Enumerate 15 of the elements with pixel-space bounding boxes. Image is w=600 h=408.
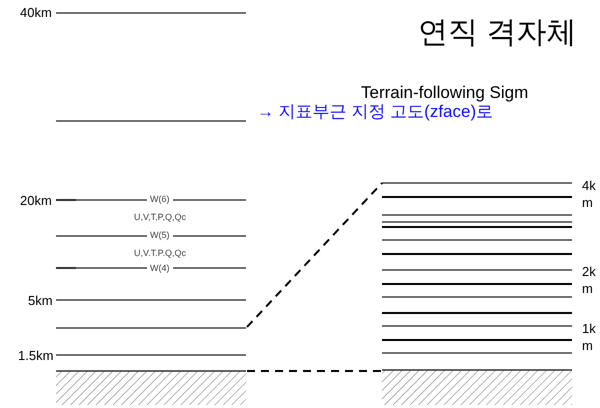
axis-label: 2km bbox=[582, 263, 597, 297]
axis-label: 4km bbox=[582, 177, 597, 211]
level-label: W(5) bbox=[147, 231, 172, 240]
variable-label: U,V,T,P,Q,Qc bbox=[134, 213, 186, 222]
axis-label: 20km bbox=[20, 194, 52, 207]
axis-label: 1km bbox=[582, 320, 597, 354]
subtitle: → 지표부근 지정 고도(zface)로 bbox=[257, 103, 494, 120]
axis-label: 40km bbox=[20, 6, 52, 19]
level-label: W(4) bbox=[147, 264, 172, 273]
subtitle: Terrain-following Sigm bbox=[361, 84, 528, 101]
axis-label: 5km bbox=[28, 294, 53, 307]
level-label: W(6) bbox=[147, 195, 172, 204]
title: 연직 격자체 bbox=[418, 18, 576, 48]
axis-label: 1.5km bbox=[18, 349, 54, 362]
variable-label: U,V.T.P.Q,Qc bbox=[134, 249, 186, 258]
